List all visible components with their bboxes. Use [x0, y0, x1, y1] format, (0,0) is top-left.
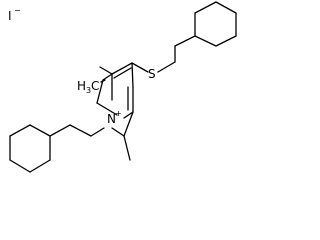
nitrogen-charge: +: [115, 109, 122, 118]
ring-bond-n-c6: [111, 127, 125, 137]
nitrogen-label: N: [107, 112, 116, 126]
iodide-label: I: [8, 9, 12, 23]
pyridinium-ring: [96, 62, 134, 119]
s-ch2-bond: [157, 61, 176, 73]
iodide-charge: −: [14, 6, 21, 15]
chemical-structure: I − N + H 3 C S: [8, 1, 237, 173]
n-ch2-bond: [90, 127, 105, 137]
methyl-top-h: H: [77, 79, 86, 93]
methyl-bottom-bond: [123, 135, 131, 161]
n-benzyl-phenyl-ring: [9, 124, 71, 173]
c4-s-bond: [131, 62, 149, 73]
s-benzyl-phenyl-ring: [174, 1, 237, 47]
ch2-nphenyl-bond: [69, 124, 92, 137]
ring-bond-c6-c5: [123, 111, 134, 137]
methyl-top-sub: 3: [86, 86, 91, 95]
methyl-top-c: C: [91, 79, 99, 93]
methyl-top-bond: [99, 66, 113, 75]
sulfur-label: S: [148, 67, 156, 81]
